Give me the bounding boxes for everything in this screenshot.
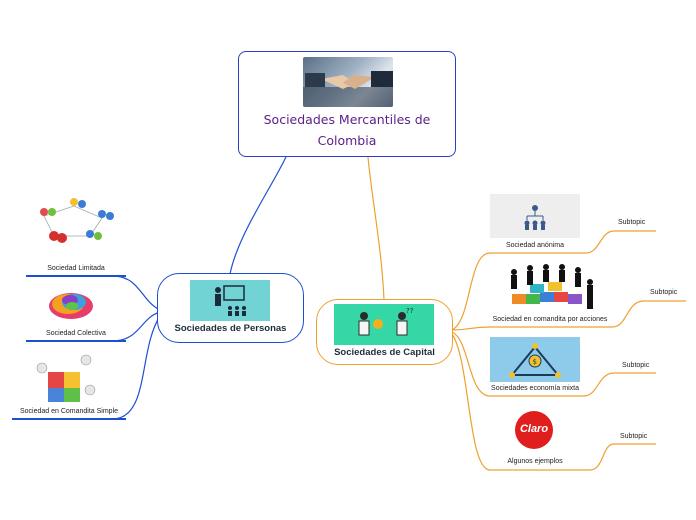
leaf-sociedad-colectiva[interactable]: Sociedad Colectiva (46, 330, 106, 337)
leaf-underline (12, 418, 126, 420)
subtopic-2[interactable]: Subtopic (650, 289, 678, 296)
colorful-hands-icon (44, 284, 98, 326)
investors-icon: ?? (334, 304, 434, 345)
puzzle-people-icon (30, 350, 108, 408)
business-puzzle-icon (500, 262, 600, 314)
org-structure-icon (490, 194, 580, 238)
handshake-photo (303, 57, 393, 107)
subtopic-4[interactable]: Subtopic (620, 433, 648, 440)
subtopic-1[interactable]: Subtopic (618, 219, 646, 226)
money-triangle-icon: $ (490, 337, 580, 382)
claro-logo: Claro (515, 411, 553, 449)
presenter-board-icon (190, 280, 270, 321)
leaf-sociedad-comandita-acciones[interactable]: Sociedad en comandita por acciones (492, 316, 608, 323)
branch-personas-label: Sociedades de Personas (174, 323, 287, 334)
leaf-sociedad-limitada[interactable]: Sociedad Limitada (47, 265, 105, 272)
leaf-sociedad-anonima[interactable]: Sociedad anónima (506, 242, 564, 249)
network-people-icon (30, 192, 122, 256)
central-title: Sociedades Mercantiles de Colombia (263, 112, 431, 148)
leaf-economia-mixta[interactable]: Sociedades economía mixta (491, 385, 579, 392)
subtopic-3[interactable]: Subtopic (622, 362, 650, 369)
svg-text:??: ?? (406, 307, 414, 315)
leaf-algunos-ejemplos[interactable]: Algunos ejemplos (507, 458, 563, 465)
leaf-sociedad-comandita-simple[interactable]: Sociedad en Comandita Simple (19, 408, 119, 415)
leaf-underline (26, 275, 126, 277)
svg-text:$: $ (533, 358, 537, 366)
leaf-underline (26, 340, 126, 342)
branch-capital-label: Sociedades de Capital (334, 347, 435, 358)
